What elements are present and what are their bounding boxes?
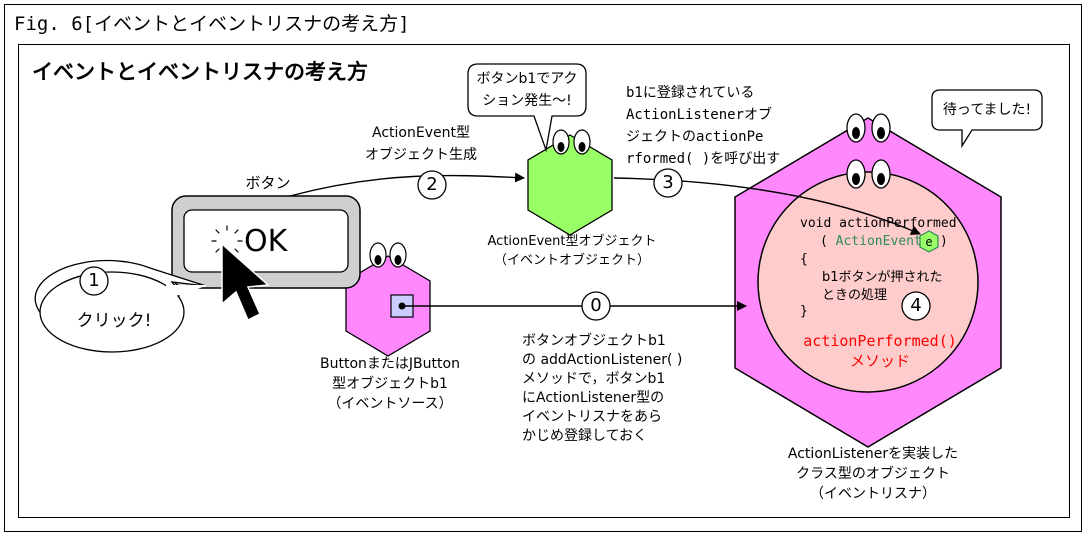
connector-dot [398,302,406,310]
step2-label-line-2: オブジェクト生成 [365,147,477,163]
listener-speech-bubble [931,89,1043,149]
brace-close: } [800,304,808,319]
click-text: クリック! [76,311,152,331]
mouse-cursor-icon [221,242,270,322]
figure-title: Fig. 6[イベントとイベントリスナの考え方] [14,13,410,35]
step1-circle [79,266,109,296]
step4-number: 4 [910,295,922,316]
step3-number: 3 [662,172,674,193]
method-name-highlight: actionPerformed() [803,332,957,350]
panel-frame [18,44,1070,518]
step0-label-line-1: ボタンオブジェクトb1 [522,333,666,349]
step0-number: 0 [590,295,602,316]
step4-circle [901,291,931,321]
listener-inner-circle [757,171,979,393]
event-object-eyes [552,129,591,155]
param-badge: e [925,235,933,249]
event-object-hexagon [527,134,613,236]
listener-bubble-text: 待ってました! [942,102,1032,118]
event-object-bubble-line-2: ション発生～! [482,93,572,109]
outer-frame [4,4,1082,532]
step3-label-line-2: ActionListenerオブ [626,107,773,123]
param-type: ActionEvent [835,234,922,249]
step3-circle [653,168,683,198]
step0-circle [581,291,611,321]
step3-label-line-1: b1に登録されている [626,85,755,101]
step0-label-line-6: かじめ登録しておく [522,428,648,444]
arrow-step2 [289,172,525,197]
param-close: ) [940,234,948,249]
event-object-label-line-2: （イベントオブジェクト） [493,253,650,268]
button-caption: ボタン [245,174,291,192]
event-source-label-line-2: 型オブジェクトb1 [332,376,448,392]
event-source-eyes [369,242,407,268]
panel-title: イベントとイベントリスナの考え方 [32,60,368,84]
step2-label-line-1: ActionEvent型 [372,125,470,141]
button-face-text: OK [244,224,288,259]
step0-label-line-4: にActionListener型の [522,390,665,406]
step1-number: 1 [88,270,100,291]
event-source-label-line-1: ButtonまたはJButton [320,356,460,372]
method-param-line: ( ActionEvent [820,232,922,252]
click-bubble-body [39,271,185,353]
event-object-label-line-1: ActionEvent型オブジェクト [487,234,657,249]
listener-label-line-2: クラス型のオブジェクト [796,466,950,482]
event-object-bubble-line-1: ボタンb1でアク [476,71,578,87]
event-object-speech-bubble [467,63,587,153]
method-body-line-2: ときの処理 [822,288,888,303]
param-open: ( [820,234,836,249]
listener-eyes [846,113,891,189]
step0-label-line-5: イベントリスナをあら [522,409,662,425]
step3-label-line-3: ジェクトのactionPe [626,129,764,145]
method-word-highlight: メソッド [849,352,910,370]
step0-label-line-2: の addActionListener( ) [522,352,683,368]
method-signature: void actionPerformed [800,216,957,231]
step0-label-line-3: メソッドで，ボタンb1 [522,371,666,387]
event-badge-hexagon [919,230,939,253]
listener-label-line-3: （イベントリスナ） [810,486,936,502]
step2-circle [417,170,447,200]
click-bubble-tail-fill [166,286,206,296]
method-body-line-1: b1ボタンが押された [822,270,943,285]
step2-number: 2 [426,174,438,195]
brace-open: { [800,252,808,267]
event-source-label-line-3: （イベントソース） [327,396,453,412]
listener-label-line-1: ActionListenerを実装した [787,446,959,462]
step3-label-line-4: rformed( )を呼び出す [626,151,781,167]
